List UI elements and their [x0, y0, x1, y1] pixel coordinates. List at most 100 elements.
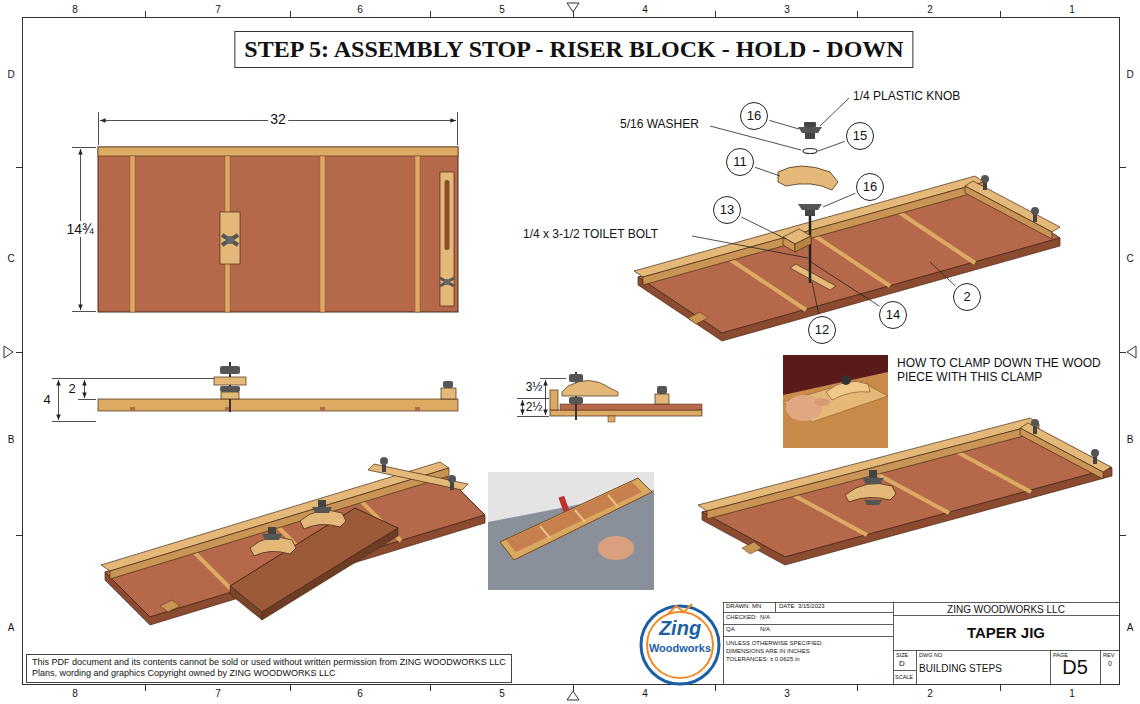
top-view-part — [320, 156, 325, 312]
jig-photo — [488, 472, 654, 590]
title-block-text: CHECKED: — [726, 614, 757, 621]
dimension-text: 3½ — [526, 381, 543, 395]
sheet-frame-part — [430, 685, 431, 691]
callout-number: 13 — [713, 196, 741, 224]
dimension-lines — [52, 112, 566, 422]
title-block-part — [723, 624, 893, 625]
dimension-text: 2 — [68, 382, 75, 397]
part-label: 1/4 PLASTIC KNOB — [853, 90, 960, 104]
zone-marker: 2 — [927, 688, 933, 700]
callout-text: 11 — [733, 155, 747, 169]
top-view — [98, 147, 458, 312]
sheet-frame-part — [1000, 11, 1001, 17]
zone-marker: 2 — [927, 4, 933, 16]
top-view-part — [220, 212, 240, 264]
assembled-view-part — [948, 447, 1031, 492]
dimension-lines-part — [52, 421, 96, 422]
clamp-photo-part — [786, 395, 822, 421]
zone-marker: 7 — [215, 688, 221, 700]
title-block-part — [775, 602, 776, 612]
zone-marker: D — [7, 69, 14, 81]
zone-marker: A — [1127, 622, 1134, 634]
end-view-part — [550, 390, 558, 410]
exploded-view-part — [1031, 207, 1039, 215]
company-logo — [641, 604, 719, 684]
exploded-view-part — [795, 236, 811, 252]
copyright-note: This PDF document and its contents canno… — [26, 654, 512, 683]
clamp-photo — [783, 355, 888, 448]
assembled-view-part — [707, 424, 1039, 519]
exploded-view-part — [783, 237, 795, 252]
exploded-view-part — [688, 312, 708, 324]
sheet-frame-part — [567, 691, 579, 700]
zone-marker: 8 — [72, 688, 78, 700]
in-use-view-part — [250, 537, 296, 556]
sheet-frame-part — [430, 11, 431, 17]
assembled-view-part — [742, 542, 762, 554]
in-use-view — [101, 457, 485, 625]
exploded-view-part — [965, 186, 1052, 239]
dimension-lines-part — [517, 398, 549, 399]
sheet-frame-part — [290, 11, 291, 17]
part-label: 5/16 WASHER — [620, 118, 699, 132]
sheet-frame-part — [1000, 685, 1001, 691]
zone-marker: 6 — [357, 4, 363, 16]
top-view-part — [98, 147, 458, 312]
zone-marker: 4 — [642, 688, 648, 700]
title-block-text: TOLERANCES: ± 0.0625 in — [726, 656, 800, 663]
end-view-part — [569, 397, 583, 404]
end-view — [550, 372, 702, 422]
in-use-view-part — [268, 527, 276, 534]
note-text: Plans, wording and graphics Copyright ow… — [32, 668, 506, 680]
assembled-view-part — [1091, 449, 1099, 457]
clamp-photo-part — [783, 380, 888, 422]
sheet-frame-part — [16, 167, 22, 168]
title-block-text: MN — [752, 603, 761, 610]
sheet-frame-part — [16, 352, 22, 353]
leader-line — [823, 193, 855, 207]
sheet-frame — [4, 3, 1136, 700]
dimension-lines-part — [72, 311, 96, 312]
sheet-frame-part — [1120, 352, 1126, 353]
zone-marker: C — [7, 253, 14, 265]
title-block-part — [893, 670, 916, 671]
label-leaders-part — [820, 98, 849, 126]
title-block-text: QA — [726, 626, 735, 633]
top-view-part — [98, 147, 458, 156]
clamp-photo-part — [783, 355, 888, 448]
exploded-view-part — [981, 175, 989, 183]
zone-marker: 5 — [499, 688, 505, 700]
title-block-text: SCALE — [895, 674, 913, 680]
sheet-frame-part — [23, 18, 1120, 685]
dimension-text: 4 — [43, 393, 50, 408]
title-block-text: DRAWN: — [726, 603, 750, 610]
top-view-part — [415, 156, 420, 312]
dimension-text: 14¾ — [64, 221, 95, 237]
in-use-view-part — [318, 500, 326, 507]
in-use-view-part — [312, 507, 332, 513]
sheet-frame-part — [4, 346, 13, 358]
dimension-text: 2½ — [526, 401, 543, 415]
sheet-frame-part — [857, 685, 858, 691]
leader-line — [811, 262, 880, 306]
exploded-view-part — [778, 166, 838, 190]
logo-text: Zing — [659, 617, 701, 640]
assembled-view-part — [1020, 423, 1111, 472]
sheet-frame-part — [857, 11, 858, 17]
zone-marker: 1 — [1069, 4, 1075, 16]
dimension-lines-part — [517, 416, 549, 417]
title-block-text: SIZE — [896, 652, 908, 658]
callout-number: 16 — [740, 102, 768, 130]
title-block-text: D — [899, 659, 905, 668]
assembled-view — [698, 418, 1112, 565]
side-view-part — [221, 392, 239, 399]
title-block-text: N/A — [760, 614, 770, 621]
clamp-photo-part — [783, 372, 888, 448]
assembled-view-part — [862, 478, 884, 484]
side-view-part — [98, 399, 458, 411]
zone-marker: 4 — [642, 4, 648, 16]
zone-marker: B — [1127, 434, 1134, 446]
zone-marker: 3 — [784, 4, 790, 16]
in-use-view-part — [230, 586, 262, 620]
title-block-part — [723, 612, 893, 613]
